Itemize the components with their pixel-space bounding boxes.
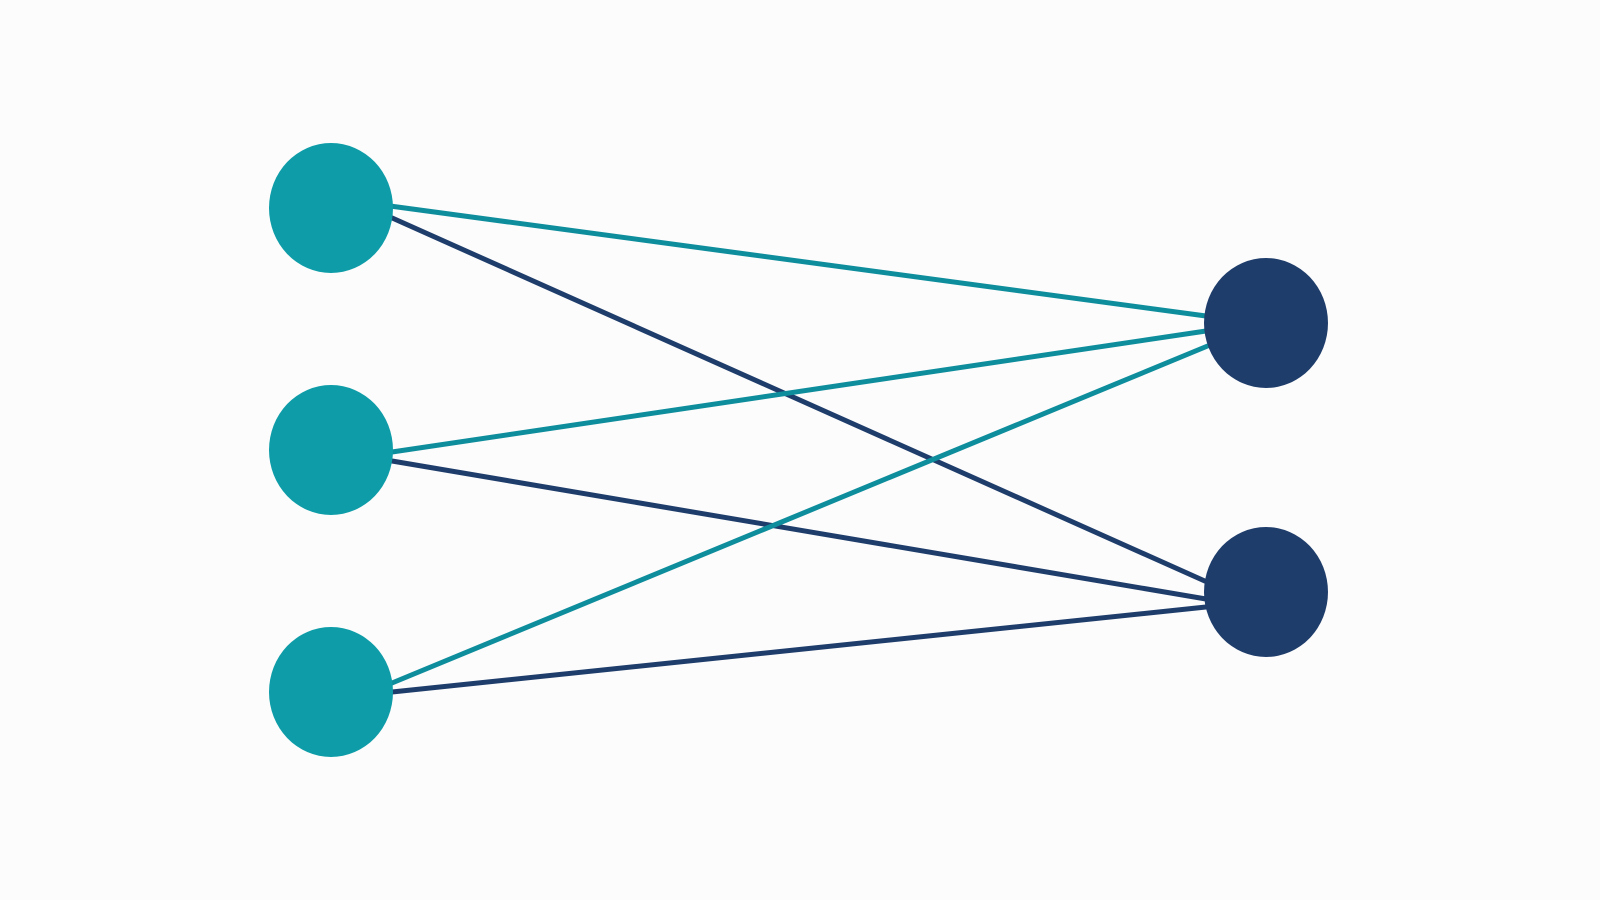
- edges-group: [387, 203, 1213, 695]
- output-node-1: [1204, 258, 1328, 388]
- edge-in-3-to-out-2: [389, 604, 1209, 695]
- output-node-2: [1204, 527, 1328, 657]
- nodes-group: [269, 143, 1328, 757]
- edge-in-2-to-out-2: [389, 458, 1209, 602]
- edge-in-1-to-out-2: [387, 214, 1210, 585]
- edge-in-3-to-out-1: [389, 342, 1213, 686]
- edge-in-1-to-out-1: [387, 203, 1209, 319]
- input-node-2: [269, 385, 393, 515]
- input-node-1: [269, 143, 393, 273]
- input-node-3: [269, 627, 393, 757]
- edge-in-2-to-out-1: [389, 328, 1209, 455]
